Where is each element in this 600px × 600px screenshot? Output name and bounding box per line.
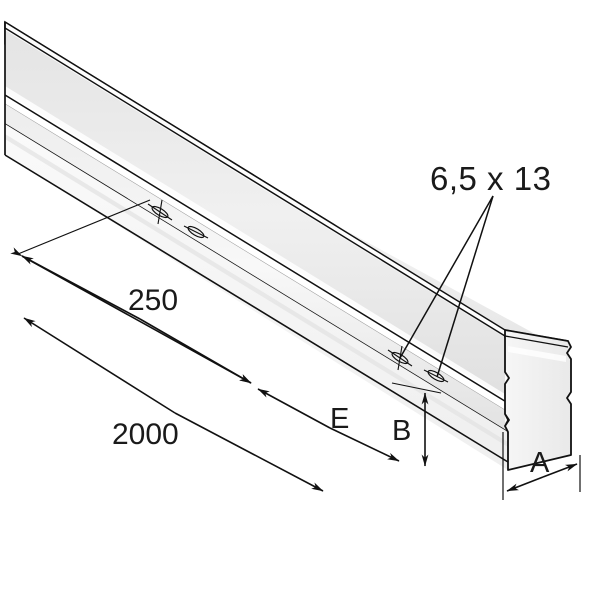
hole-size-leader-lines — [399, 195, 494, 378]
duct-front-wall-stripe — [5, 134, 508, 447]
label-length-pitch: 250 — [128, 284, 178, 317]
dimension-arrow-2000-left — [23, 317, 176, 414]
extension-line-B-top — [391, 382, 442, 394]
label-dim-b: B — [392, 415, 411, 447]
duct-end-inner-highlight — [508, 346, 566, 362]
duct-body — [4, 20, 572, 471]
duct-inner-base-edge-line — [4, 94, 509, 404]
extension-line-250-left — [17, 199, 151, 255]
label-length-total: 2000 — [112, 418, 179, 451]
dimension-250 — [10, 199, 252, 384]
slot-hole-group-left — [147, 199, 209, 239]
dimension-arrow-250-right — [139, 318, 252, 384]
duct-near-rim-top-edge — [504, 413, 509, 433]
duct-inner-highlight-band — [5, 86, 505, 400]
slot-hole — [183, 225, 209, 239]
duct-base-floor — [5, 104, 508, 432]
leader-line-to-slot-1 — [399, 195, 494, 359]
dimension-2000 — [23, 317, 324, 492]
leader-line-to-slot-2 — [436, 195, 494, 378]
duct-end-rim-line — [504, 335, 569, 348]
dimension-arrow-2000-right — [174, 412, 324, 492]
label-dim-a: A — [530, 447, 550, 479]
dimension-arrow-E-left — [257, 388, 331, 429]
duct-inner-back-wall — [5, 30, 505, 398]
duct-front-bottom-edge — [4, 154, 509, 463]
label-dim-e: E — [330, 403, 349, 435]
dimension-B — [391, 382, 442, 467]
dimension-arrow-A-right — [542, 463, 578, 478]
dimension-arrow-E-right — [329, 427, 400, 462]
duct-front-wall-face — [5, 124, 508, 470]
dimension-arrow-A-left — [506, 476, 544, 492]
duct-end-face — [504, 329, 572, 471]
dimension-arrow-250-left — [21, 255, 141, 320]
label-hole-size: 6,5 x 13 — [430, 160, 551, 197]
slot-hole — [147, 199, 173, 225]
dimension-E — [257, 388, 400, 462]
dimension-A — [502, 432, 581, 500]
